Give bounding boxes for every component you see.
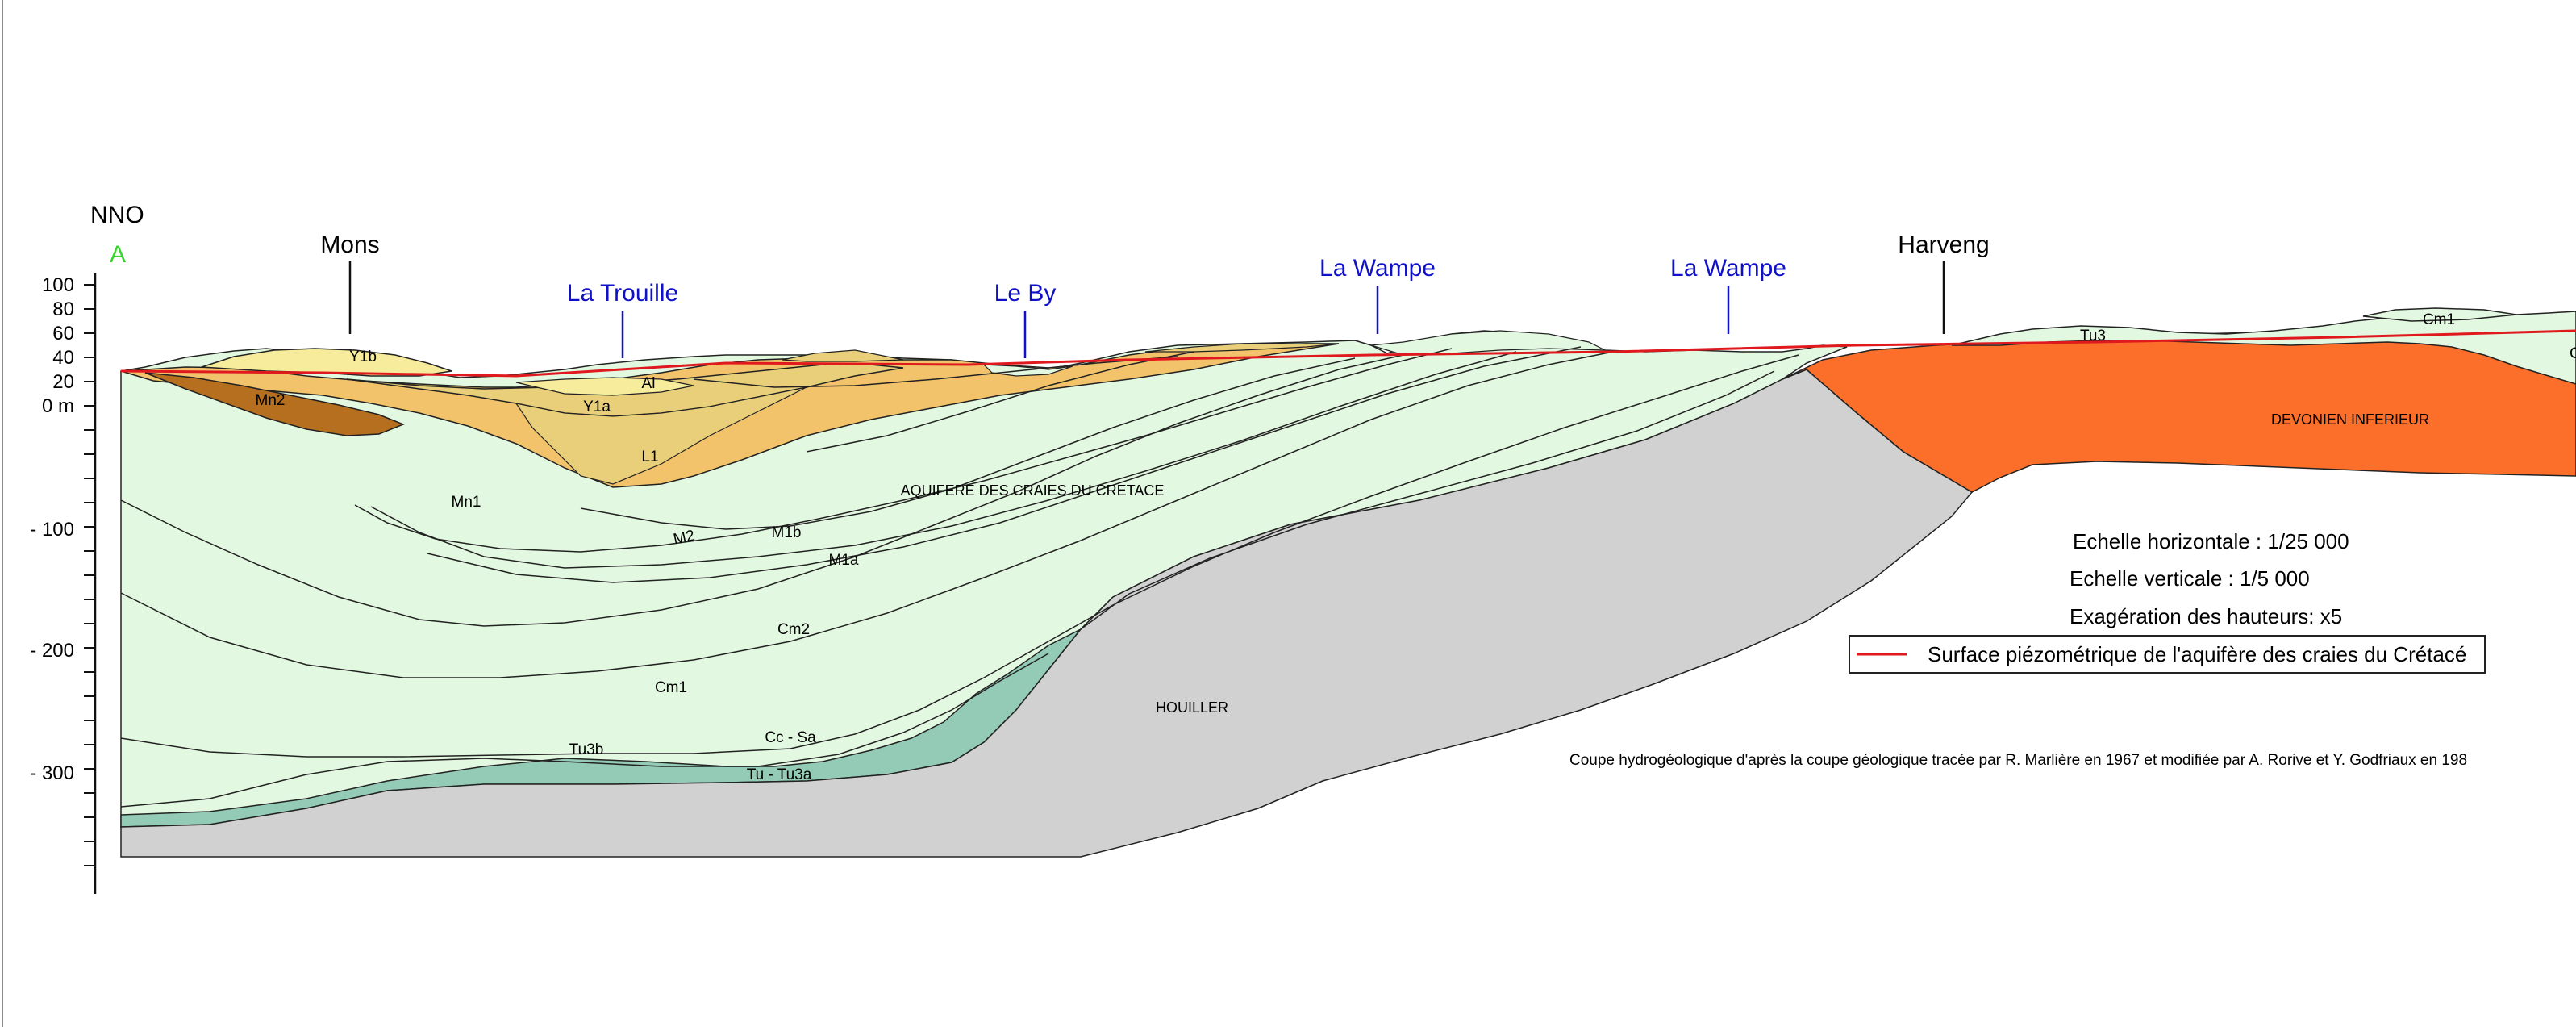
- y-tick-label-80: 80: [52, 298, 74, 320]
- scale-note-vertical: Echelle verticale : 1/5 000: [2070, 566, 2310, 591]
- legend-label-piezometric: Surface piézométrique de l'aquifère des …: [1928, 642, 2466, 666]
- river-label-la-wampe-2: La Wampe: [1670, 255, 1786, 282]
- y-axis: 100 80 60 40 20 0 m - 100 - 200 - 300: [30, 273, 97, 894]
- scale-note-exaggeration: Exagération des hauteurs: x5: [2070, 604, 2342, 628]
- scale-note-horizontal: Echelle horizontale : 1/25 000: [2073, 529, 2349, 553]
- profile-start-marker: A: [110, 241, 126, 268]
- unit-label-mn1: Mn1: [452, 494, 481, 511]
- place-label-mons: Mons: [320, 232, 379, 258]
- y-tick-label-minus-300: - 300: [30, 762, 74, 784]
- mn2-wedge: [144, 372, 406, 436]
- unit-label-y1b: Y1b: [349, 349, 377, 365]
- al-alluvium: [515, 377, 694, 396]
- unit-label-l1: L1: [641, 449, 658, 465]
- y-tick-label-20: 20: [52, 371, 74, 393]
- geology-layers: [120, 307, 2576, 858]
- unit-label-m1b: M1b: [772, 524, 802, 541]
- credit-note: Coupe hydrogéologique d'après la coupe g…: [1569, 752, 2467, 769]
- hill-small-1: [782, 349, 904, 362]
- y-axis-ticks: [84, 284, 95, 866]
- legend-frame: [1849, 635, 2486, 674]
- y-tick-label-minus-200: - 200: [30, 640, 74, 662]
- y-tick-label-60: 60: [52, 323, 74, 344]
- unit-label-cm1-east: Cm1: [2423, 311, 2455, 328]
- unit-label-m1a: M1a: [829, 552, 859, 569]
- east-cm1-lens: [2362, 307, 2517, 322]
- l1-lens: [515, 386, 807, 485]
- unit-label-y1a: Y1a: [583, 399, 611, 415]
- houiller-body: [120, 369, 1974, 858]
- unit-label-houiller: HOUILLER: [1156, 699, 1228, 716]
- piezometric-surface-line: [120, 329, 2576, 378]
- y-tick-label-0: 0 m: [42, 395, 74, 417]
- east-chalk-cap: [1951, 311, 2576, 385]
- unit-label-tu-tu3a: Tu - Tu3a: [747, 766, 812, 783]
- unit-label-aquifer: AQUIFERE DES CRAIES DU CRETACE: [901, 482, 1165, 499]
- unit-label-tu3b: Tu3b: [569, 741, 604, 758]
- unit-label-edge-fragment: C: [2570, 345, 2576, 362]
- river-label-la-trouille: La Trouille: [567, 280, 678, 307]
- unit-label-cc-sa: Cc - Sa: [765, 729, 816, 746]
- unit-label-tu3: Tu3: [2080, 328, 2106, 344]
- legend-box: Surface piézométrique de l'aquifère des …: [1849, 635, 2486, 674]
- stratification-lines: [120, 346, 1799, 808]
- river-label-la-wampe-1: La Wampe: [1319, 255, 1436, 282]
- y-tick-label-40: 40: [52, 347, 74, 369]
- unit-label-devonien: DEVONIEN INFERIEUR: [2271, 411, 2429, 428]
- orientation-label: NNO: [90, 202, 144, 228]
- unit-label-al: Al: [642, 375, 656, 392]
- y-tick-label-100: 100: [42, 274, 74, 296]
- river-label-le-by: Le By: [994, 280, 1057, 307]
- unit-label-cm2: Cm2: [777, 621, 810, 638]
- y-tick-label-minus-100: - 100: [30, 519, 74, 541]
- unit-label-mn2: Mn2: [256, 392, 286, 409]
- hill-small-2: [1144, 343, 1340, 353]
- unit-label-cm1: Cm1: [655, 679, 687, 696]
- place-label-harveng: Harveng: [1898, 232, 1989, 258]
